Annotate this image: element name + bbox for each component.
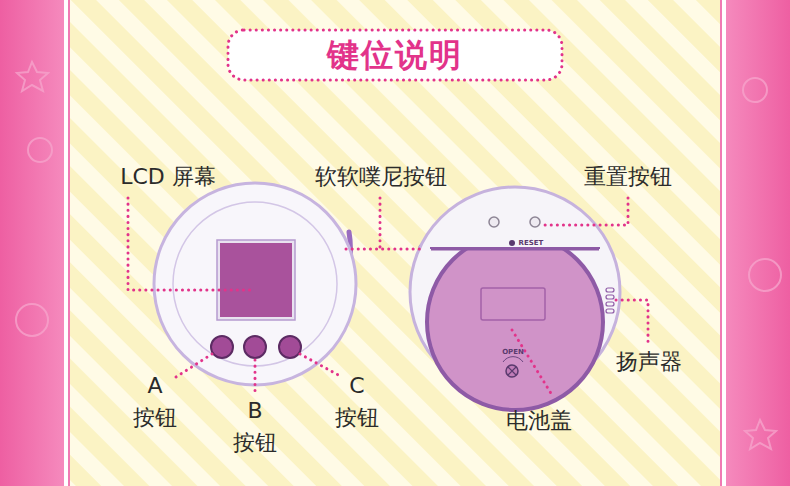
side-panel	[0, 0, 64, 486]
part-label: B 按钮	[230, 395, 281, 459]
title-frame	[228, 30, 562, 80]
lcd-screen	[220, 243, 292, 317]
part-label: 重置按钮	[584, 163, 672, 191]
panel-border	[720, 0, 722, 486]
device-marking: RESET	[519, 240, 544, 247]
panel-border	[68, 0, 70, 486]
part-label: 扬声器	[616, 348, 682, 376]
side-panel	[726, 0, 790, 486]
button-b	[244, 336, 266, 358]
panel-border	[64, 0, 68, 486]
decor-stars	[16, 62, 781, 449]
part-label: 电池盖	[506, 407, 572, 435]
device-back	[410, 187, 620, 410]
leader-lines	[128, 198, 648, 396]
speaker-holes	[606, 288, 614, 313]
button-c	[279, 336, 301, 358]
part-label: A 按钮	[130, 370, 181, 434]
device-marking: OPEN	[502, 349, 524, 356]
device-front	[154, 183, 356, 385]
part-label: 软软噗尼按钮	[315, 163, 447, 191]
page-title: 键位说明	[327, 35, 463, 75]
part-label: C 按钮	[332, 370, 383, 434]
battery-cover	[427, 249, 603, 410]
button-a	[211, 336, 233, 358]
part-label: LCD 屏幕	[120, 163, 216, 191]
panel-border	[722, 0, 726, 486]
